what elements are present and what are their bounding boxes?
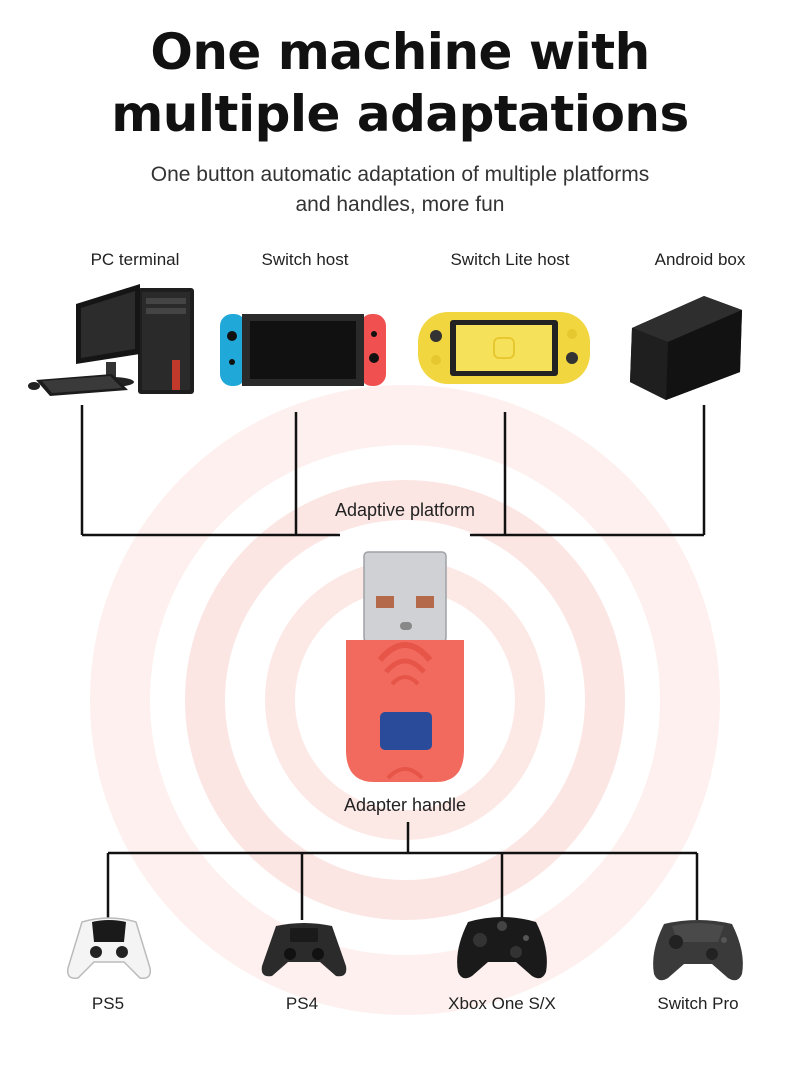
platform-label-switch-lite: Switch Lite host bbox=[450, 250, 570, 269]
controller-label-ps5: PS5 bbox=[91, 994, 125, 1013]
platform-label-switch: Switch host bbox=[261, 250, 349, 269]
android-box-icon bbox=[630, 296, 742, 400]
switch-pro-controller-icon bbox=[653, 920, 743, 981]
platform-label-pc: PC terminal bbox=[90, 250, 180, 269]
adapter-pair-button bbox=[380, 712, 432, 750]
controller-label-switch-pro: Switch Pro bbox=[657, 994, 739, 1013]
subtitle-line2: and handles, more fun bbox=[295, 193, 505, 216]
subtitle-line1: One button automatic adaptation of multi… bbox=[150, 163, 650, 186]
page-title-line1: One machine with bbox=[150, 23, 650, 81]
controller-label-xbox: Xbox One S/X bbox=[448, 994, 556, 1013]
platform-label-android-box: Android box bbox=[654, 250, 746, 269]
switch-lite-icon bbox=[418, 312, 590, 384]
controller-label-ps4: PS4 bbox=[285, 994, 319, 1013]
pc-icon bbox=[28, 284, 194, 396]
adapter-handle-label: Adapter handle bbox=[343, 795, 467, 815]
ps4-controller-icon bbox=[261, 923, 347, 977]
ps5-controller-icon bbox=[66, 917, 152, 980]
page-title-line2: multiple adaptations bbox=[111, 85, 689, 143]
adaptive-platform-label: Adaptive platform bbox=[334, 500, 476, 520]
usb-adapter-icon bbox=[346, 551, 464, 782]
switch-console-icon bbox=[220, 314, 386, 386]
xbox-controller-icon bbox=[457, 917, 547, 979]
